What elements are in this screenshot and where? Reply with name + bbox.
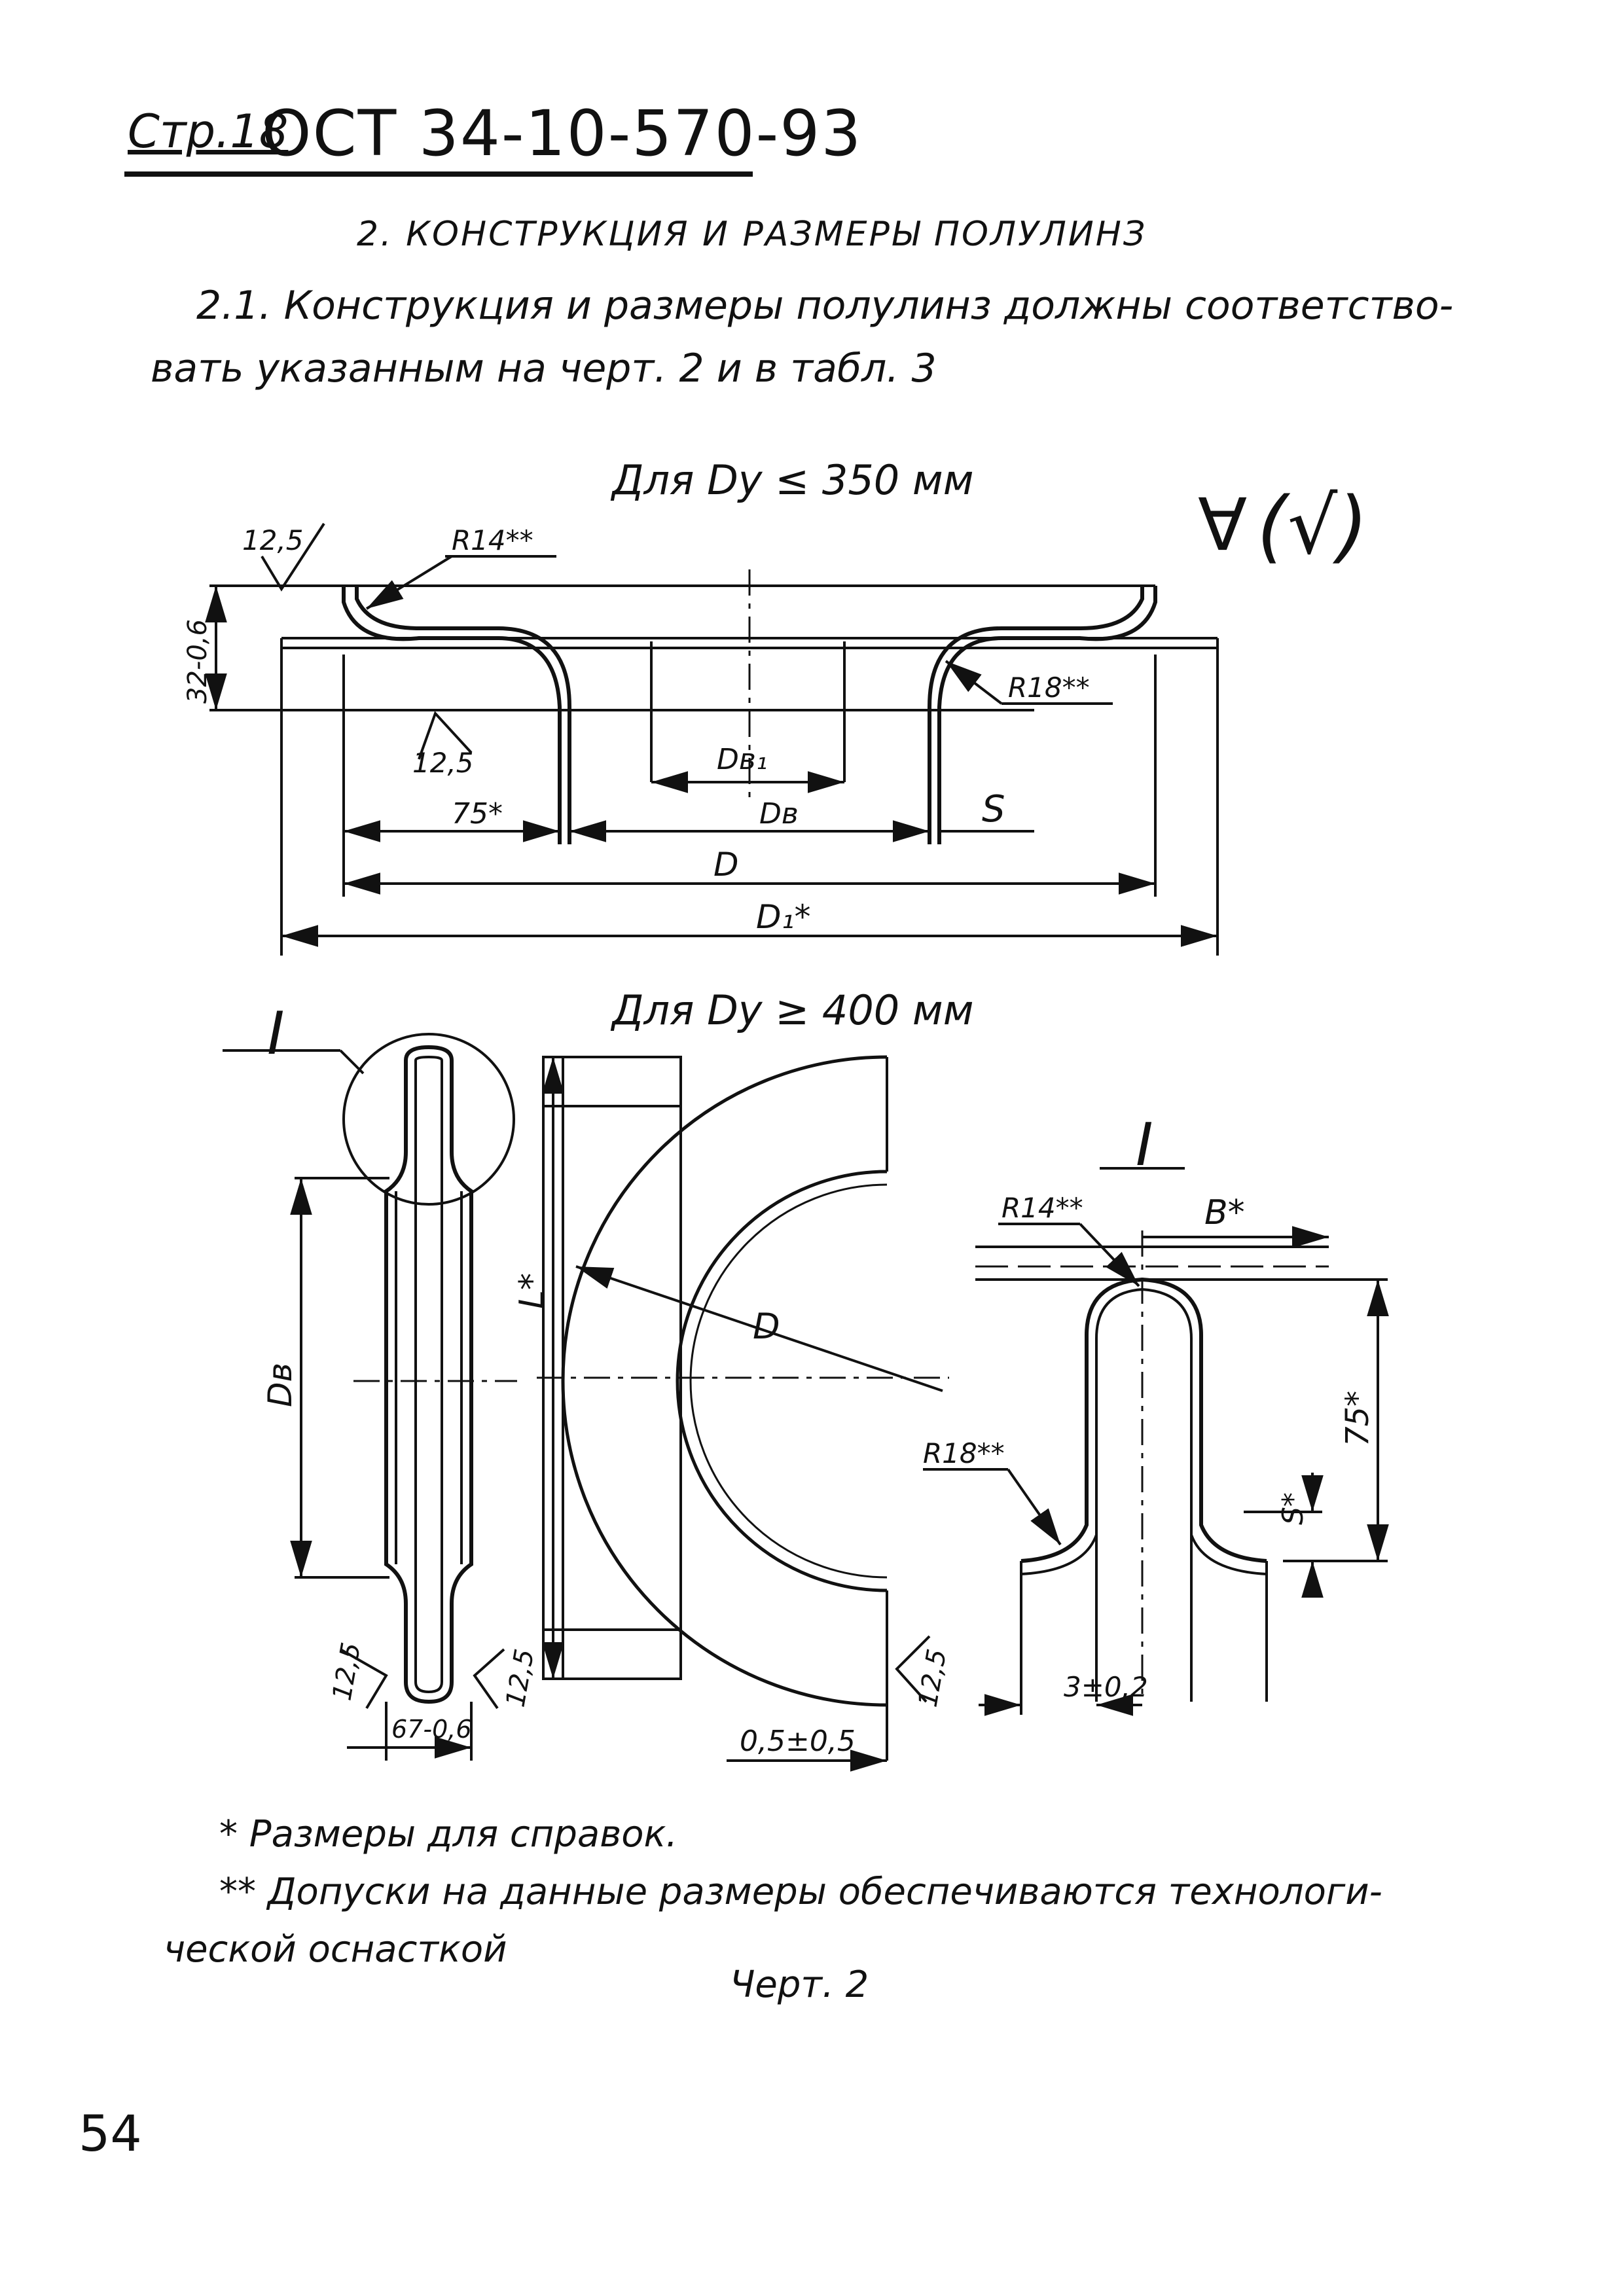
page-label: Стр.18 — [128, 105, 289, 158]
footnote-2: ** Допуски на данные размеры обеспечиваю… — [219, 1871, 1382, 1913]
bottom-caption: Для Dy ≥ 400 мм — [610, 986, 973, 1034]
dim-75-detail: 75* — [1339, 1391, 1376, 1446]
dim-l: L* — [513, 1273, 552, 1309]
roughness-top-a: 12,5 — [242, 524, 304, 556]
dim-dv: Dв — [759, 797, 799, 831]
roughness-symbol-paren: (√) — [1257, 481, 1368, 572]
document-code: ОСТ 34-10-570-93 — [262, 97, 863, 170]
footnote-3: ческой оснасткой — [164, 1928, 507, 1971]
view-mark-left: I — [267, 999, 285, 1068]
dim-height: 32-0,6 — [183, 619, 213, 704]
dim-thickness: 3±0,2 — [1064, 1671, 1148, 1703]
paragraph-line-1: 2.1. Конструкция и размеры полулинз долж… — [196, 283, 1454, 329]
dim-b: B* — [1204, 1193, 1245, 1232]
radius-r18: R18** — [1008, 672, 1090, 704]
dim-dv-bottom: Dв — [261, 1363, 299, 1407]
dim-d: D — [713, 846, 739, 884]
top-caption: Для Dy ≤ 350 мм — [610, 456, 973, 504]
paragraph-line-2: вать указанным на черт. 2 и в табл. 3 — [151, 346, 937, 391]
header-underline — [124, 171, 753, 177]
page-number: 54 — [79, 2104, 142, 2162]
radius-r14: R14** — [452, 524, 533, 556]
radius-r18-detail: R18** — [923, 1437, 1005, 1469]
bottom-drawing: Для Dy ≥ 400 мм I Dв 12,5 12,5 67-0,6 — [223, 986, 1389, 1772]
figure-caption: Черт. 2 — [730, 1964, 869, 2006]
dim-s-detail: S* — [1276, 1492, 1310, 1525]
dim-s: S — [982, 788, 1005, 831]
roughness-symbol: ∀ — [1198, 483, 1247, 567]
dim-dv1: Dв₁ — [717, 743, 767, 776]
radius-r14-detail: R14** — [1001, 1192, 1083, 1224]
footnote-1: * Размеры для справок. — [219, 1813, 678, 1856]
roughness-bottom-center: 12,5 — [913, 1647, 953, 1710]
dim-offset: 0,5±0,5 — [740, 1725, 856, 1758]
dim-width: 67-0,6 — [391, 1715, 472, 1744]
dim-75: 75* — [452, 797, 503, 831]
top-drawing: Для Dy ≤ 350 мм ∀ (√) Dв₁ 32-0,6 12,5 12… — [183, 456, 1368, 956]
dim-d-bottom: D — [753, 1306, 780, 1347]
section-title: 2. КОНСТРУКЦИЯ И РАЗМЕРЫ ПОЛУЛИНЗ — [357, 215, 1147, 254]
dim-d1: D₁* — [756, 898, 811, 936]
roughness-bottom-left: 12,5 — [327, 1640, 367, 1703]
roughness-bottom-right: 12,5 — [501, 1647, 541, 1710]
